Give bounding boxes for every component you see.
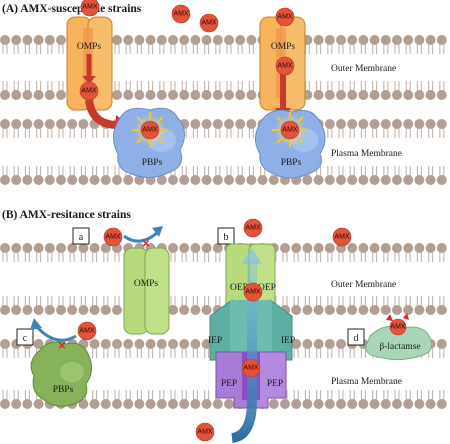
amx-group-panel-b: AMX AMX AMX AMX AMX AMX AMX AMX xyxy=(77,218,407,442)
svg-text:AMX: AMX xyxy=(82,4,98,11)
amx-molecule: AMX xyxy=(103,227,123,247)
omp-channel-green xyxy=(123,247,170,335)
omps-label-right: OMPs xyxy=(271,42,296,52)
efflux-arrow xyxy=(230,262,257,443)
omps-green-label: OMPs xyxy=(134,279,159,289)
panel-b-title: (B) AMX-resitance strains xyxy=(2,209,131,221)
pep-label-left: PEP xyxy=(221,379,237,389)
svg-text:AMX: AMX xyxy=(334,234,350,241)
amx-molecule: AMX xyxy=(275,7,295,27)
pbps-green-label: PBPs xyxy=(53,385,74,395)
label-box-b: b xyxy=(217,227,235,245)
amx-molecule: AMX xyxy=(243,218,263,238)
red-arrow-curve-left xyxy=(85,99,119,129)
svg-text:AMX: AMX xyxy=(245,225,261,232)
amx-molecule: AMX xyxy=(389,318,407,336)
blue-deflect-arrowhead-c xyxy=(30,318,42,330)
amx-molecule: AMX xyxy=(332,227,352,247)
iep-label-left: IEP xyxy=(208,336,222,346)
svg-text:AMX: AMX xyxy=(277,63,293,70)
panel-a-title: (A) AMX-susceptible strains xyxy=(2,3,142,15)
blue-deflect-arrowhead-a xyxy=(152,226,163,237)
svg-text:AMX: AMX xyxy=(81,88,97,95)
panel-a-outer-membrane-label: Outer Membrane xyxy=(331,64,396,74)
pbps-label-right: PBPs xyxy=(281,158,302,168)
amx-molecule: AMX xyxy=(275,56,295,76)
svg-text:a: a xyxy=(79,232,84,243)
blue-deflect-arrow-a xyxy=(123,230,159,243)
block-x-a: ✕ xyxy=(142,239,150,250)
svg-text:AMX: AMX xyxy=(197,429,213,436)
svg-text:AMX: AMX xyxy=(245,289,261,296)
svg-text:c: c xyxy=(23,333,28,344)
label-box-d: d xyxy=(347,328,365,346)
red-arrowhead-left xyxy=(82,76,96,84)
iep-label-right: IEP xyxy=(281,336,295,346)
svg-text:d: d xyxy=(354,333,359,344)
pep-label-right: PEP xyxy=(267,379,283,389)
panel-b-plasma-membrane-label: Plasma Membrane xyxy=(331,377,402,387)
svg-text:AMX: AMX xyxy=(173,11,189,18)
panel-a-plasma-membrane-label: Plasma Membrane xyxy=(331,149,402,159)
svg-text:AMX: AMX xyxy=(79,328,95,335)
pbps-label-left: PBPs xyxy=(142,158,163,168)
amx-molecule: AMX xyxy=(79,81,99,101)
amx-molecule: AMX xyxy=(195,422,215,442)
label-box-c: c xyxy=(16,328,34,346)
svg-text:AMX: AMX xyxy=(277,14,293,21)
amx-molecule: AMX xyxy=(241,358,261,378)
panel-b-outer-membrane-label: Outer Membrane xyxy=(331,280,396,290)
svg-text:AMX: AMX xyxy=(390,324,406,331)
svg-text:b: b xyxy=(224,232,229,243)
amx-molecule: AMX xyxy=(140,120,160,140)
beta-lactamase-label: β-lactamse xyxy=(379,342,420,352)
svg-text:AMX: AMX xyxy=(142,127,158,134)
pbp-protein-green xyxy=(30,341,92,407)
amx-molecule: AMX xyxy=(280,120,300,140)
label-box-a: a xyxy=(72,227,90,245)
oep-label-left: OEP xyxy=(230,283,248,293)
blue-deflect-arrow-c xyxy=(34,324,77,342)
amx-molecule: AMX xyxy=(80,0,100,17)
block-x-c: ✕ xyxy=(58,341,66,352)
oep-label-right: OEP xyxy=(258,283,276,293)
svg-text:AMX: AMX xyxy=(201,20,217,27)
amx-molecule: AMX xyxy=(171,4,191,24)
svg-text:AMX: AMX xyxy=(243,365,259,372)
svg-text:AMX: AMX xyxy=(282,127,298,134)
outer-membrane-b xyxy=(0,243,447,315)
omps-label-left: OMPs xyxy=(77,42,102,52)
amx-molecule: AMX xyxy=(199,13,219,33)
amx-molecule: AMX xyxy=(243,282,263,302)
amx-group-panel-a: AMX AMX AMX AMX AMX AMX AMX AMX xyxy=(79,0,300,140)
efflux-arrowhead xyxy=(242,248,262,264)
amx-molecule: AMX xyxy=(77,321,97,341)
svg-text:AMX: AMX xyxy=(105,234,121,241)
